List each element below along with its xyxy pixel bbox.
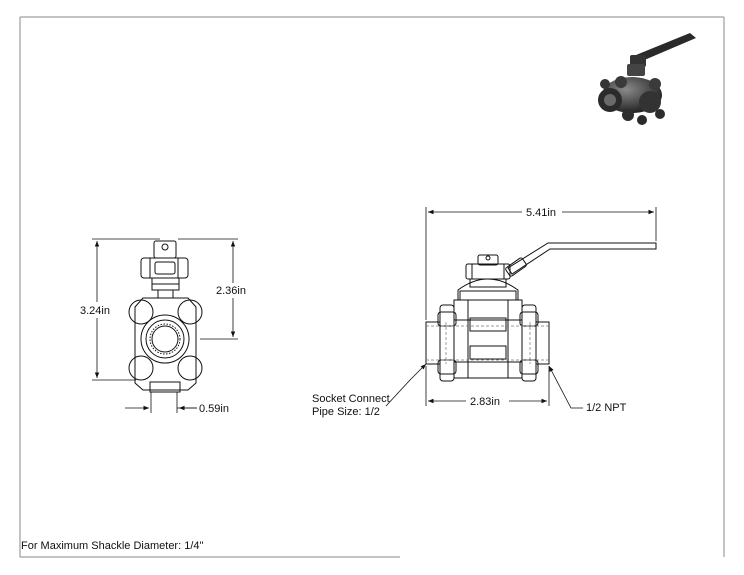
front-dimensions xyxy=(92,238,238,413)
valve-3d-thumbnail xyxy=(598,33,696,125)
front-view xyxy=(128,240,203,393)
dim-front-bottom-width: 0.59in xyxy=(199,403,229,415)
side-dimensions xyxy=(385,207,657,409)
dim-front-height: 3.24in xyxy=(80,305,110,317)
dim-front-upper-height: 2.36in xyxy=(216,285,246,297)
dim-side-body-length: 2.83in xyxy=(470,396,500,408)
shackle-diameter-note: For Maximum Shackle Diameter: 1/4" xyxy=(21,540,204,552)
socket-connect-callout: Socket Connect Pipe Size: 1/2 xyxy=(312,393,390,419)
side-view-hidden-lines xyxy=(426,322,549,364)
dim-side-total-length: 5.41in xyxy=(526,207,556,219)
pipe-size-label: Pipe Size: 1/2 xyxy=(312,406,380,418)
socket-connect-label: Socket Connect xyxy=(312,393,390,405)
npt-callout: 1/2 NPT xyxy=(586,402,627,414)
sheet-border xyxy=(19,16,725,558)
